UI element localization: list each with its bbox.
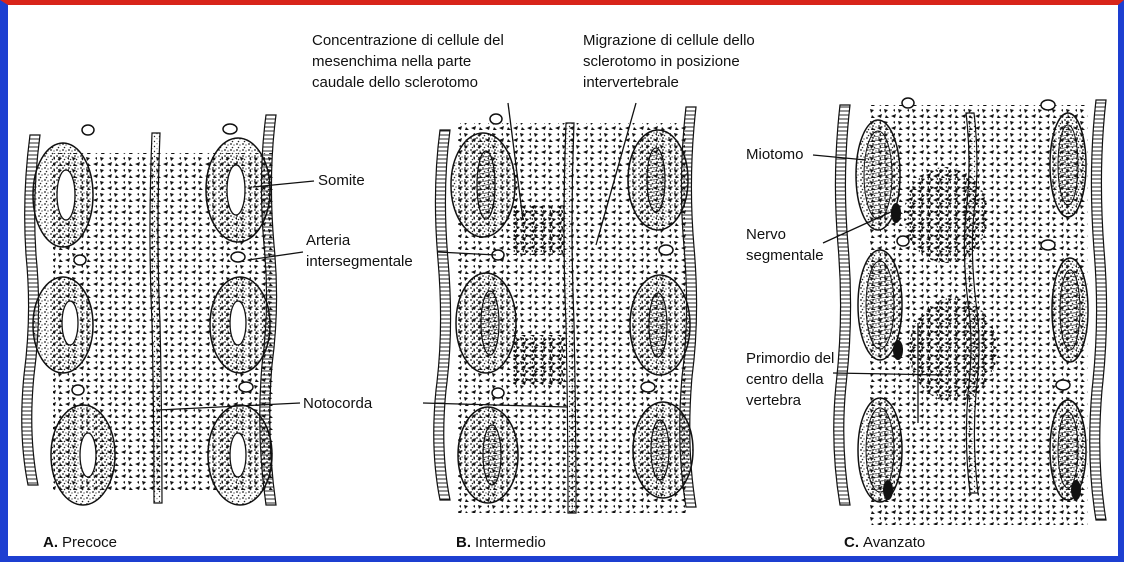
myotome-fibers [866,408,894,492]
artery-dot [1041,240,1055,250]
artery-dot [74,255,86,265]
caption-b-letter: B. [456,534,471,551]
somite-cavity [230,433,246,477]
myotome-fibers [1058,412,1078,488]
myotome-fibers [866,261,894,349]
somite-development-diagram: Concentrazione di cellule del mesenchima… [8,5,1118,556]
caption-c-text: Avanzato [863,534,925,551]
label-migrazione-2: sclerotomo in posizione [583,53,740,70]
segmental-nerve-mark [883,480,893,500]
vertebral-condensation-c [909,298,997,402]
label-notocorda: Notocorda [303,395,373,412]
myotome-b [649,293,667,357]
label-miotomo: Miotomo [746,146,804,163]
panel-b-intermediate [434,107,697,513]
caudal-condensation-b [513,205,563,255]
label-concentrazione-3: caudale dello sclerotomo [312,74,478,91]
artery-dot [490,114,502,124]
artery-dot [659,245,673,255]
caption-a: A.Precoce [43,534,117,551]
somite-cavity [227,165,245,215]
artery-dot [231,252,245,262]
caption-c-letter: C. [844,534,859,551]
myotome-b [477,151,495,219]
panel-c-advanced [834,98,1107,525]
caudal-condensation-b [513,335,563,385]
label-concentrazione-2: mesenchima nella parte [312,53,471,70]
diagram-canvas: Concentrazione di cellule del mesenchima… [8,5,1118,556]
caption-a-text: Precoce [62,534,117,551]
myotome-fibers [1058,125,1078,205]
artery-dot [1041,100,1055,110]
segmental-nerve-mark [891,203,901,223]
caption-b: B.Intermedio [456,534,546,551]
label-arteria-1: Arteria [306,232,351,249]
label-migrazione-1: Migrazione di cellule dello [583,32,755,49]
myotome-fibers [1060,270,1080,350]
label-nervo-2: segmentale [746,247,824,264]
artery-dot [239,382,253,392]
label-primordio-1: Primordio del [746,350,834,367]
label-somite: Somite [318,172,365,189]
label-arteria-2: intersegmentale [306,253,413,270]
myotome-b [483,425,501,485]
somite-cavity [62,301,78,345]
label-migrazione-3: intervertebrale [583,74,679,91]
caption-b-text: Intermedio [475,534,546,551]
myotome-b [651,420,669,480]
artery-dot [82,125,94,135]
artery-dot [492,388,504,398]
myotome-b [647,148,665,212]
segmental-nerve-mark [1071,480,1081,500]
panel-a-early [22,115,277,505]
artery-dot [641,382,655,392]
artery-dot [1056,380,1070,390]
somite-cavity [57,170,75,220]
artery-dot [223,124,237,134]
somite-cavity [80,433,96,477]
somite-cavity [230,301,246,345]
segmental-nerve-mark [893,340,903,360]
label-primordio-2: centro della [746,371,824,388]
label-primordio-3: vertebra [746,392,802,409]
ectoderm-left-c [834,105,851,505]
artery-dot [72,385,84,395]
artery-dot [897,236,909,246]
ectoderm-left-b [434,130,451,500]
myotome-b [481,291,499,355]
myotome-fibers [864,131,892,219]
caption-a-letter: A. [43,534,58,551]
caption-c: C.Avanzato [844,534,925,551]
label-nervo-1: Nervo [746,226,786,243]
label-concentrazione-1: Concentrazione di cellule del [312,32,504,49]
ectoderm-right-c [1090,100,1107,520]
artery-dot [902,98,914,108]
